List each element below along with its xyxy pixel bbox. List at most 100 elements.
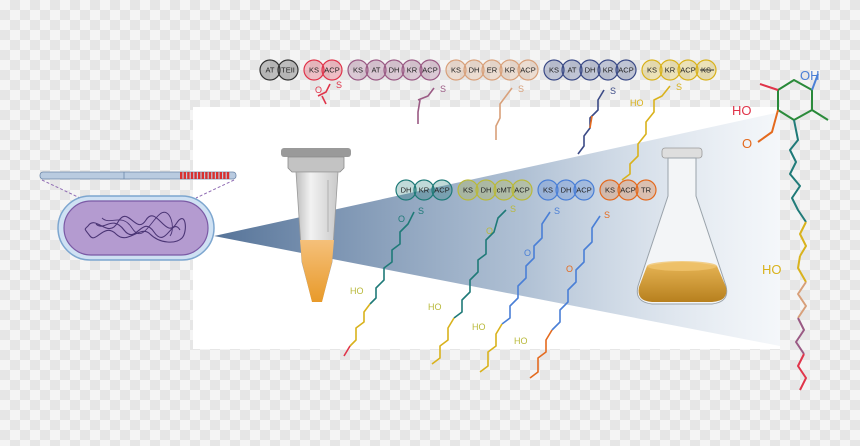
domain-dh-label: DH	[389, 66, 400, 75]
domain-at-circle	[561, 59, 583, 81]
gene-marker	[223, 172, 226, 179]
domain-dh-label: DH	[561, 186, 572, 195]
domain-acp-label: ACP	[620, 186, 635, 195]
gene-marker	[226, 172, 230, 179]
domain-kr-circle	[413, 179, 435, 201]
domain-ks-circle	[347, 59, 369, 81]
domain-acp-circle	[517, 59, 539, 81]
domain-kr-label: KR	[665, 66, 676, 75]
hydroxyl-ho-mid-4: HO	[514, 336, 528, 346]
domain-acp-circle	[573, 179, 595, 201]
hydroxyl-ho-mid-2: HO	[428, 302, 442, 312]
domain-teii-circle	[277, 59, 299, 81]
gene-marker	[194, 172, 197, 179]
thioester-s-4: S	[610, 86, 616, 96]
domain-dh-circle	[579, 59, 601, 81]
domain-ks-circle	[445, 59, 467, 81]
domain-acp-circle	[321, 59, 343, 81]
domain-acp-circle	[617, 179, 639, 201]
product-aldehyde-o: O	[742, 136, 752, 151]
bacterial-cell	[57, 195, 215, 261]
domain-teii-label: TEII	[281, 66, 295, 75]
product-hydroxyl-ho-chain: HO	[762, 262, 782, 277]
domain-kr-label: KR	[419, 186, 430, 195]
thioester-s-2: S	[440, 84, 446, 94]
thioester-s-mid-1: S	[418, 206, 424, 216]
gene-marker	[212, 172, 215, 179]
domain-ks-label: KS	[451, 66, 461, 75]
domain-at-circle	[259, 59, 281, 81]
domain-at-circle	[365, 59, 387, 81]
domain-er-circle	[481, 59, 503, 81]
carbonyl-o-mid-3: O	[524, 248, 531, 258]
gene-marker	[187, 172, 190, 179]
top-intermediates: S O S S S S HO	[315, 80, 682, 181]
domain-cmt-label: cMT	[497, 186, 512, 195]
domain-kr-label: KR	[407, 66, 418, 75]
domain-acp-label: ACP	[422, 66, 437, 75]
domain-ks-label: KS	[353, 66, 363, 75]
domain-kr-circle	[401, 59, 423, 81]
domain-acp-label: ACP	[576, 186, 591, 195]
culture-flask	[636, 147, 728, 305]
gene-marker	[219, 172, 222, 179]
gene-marker	[180, 172, 183, 179]
carbonyl-o-mid-2: O	[486, 226, 493, 236]
final-product: OH HO O HO	[732, 68, 829, 391]
thioester-s-3: S	[518, 84, 524, 94]
domain-kr-circle	[499, 59, 521, 81]
thioester-s-1: S	[336, 80, 342, 90]
product-hydroxyl-oh: OH	[800, 68, 820, 83]
domain-acp-circle	[677, 59, 699, 81]
domain-ks-circle	[543, 59, 565, 81]
domain-ks-label: KS	[549, 66, 559, 75]
domain-acp-circle	[511, 179, 533, 201]
domain-at-label: AT	[265, 66, 274, 75]
carbonyl-o-mid-1: O	[398, 214, 405, 224]
domain-ks-label: KS	[309, 66, 319, 75]
domain-acp-circle	[431, 179, 453, 201]
domain-ks-circle	[303, 59, 325, 81]
domain-acp-label: ACP	[324, 66, 339, 75]
domain-acp-label: ACP	[434, 186, 449, 195]
domain-at-label: AT	[371, 66, 380, 75]
domain-ks-circle	[537, 179, 559, 201]
gene-cluster	[39, 171, 237, 180]
domain-kr-label: KR	[505, 66, 516, 75]
domain-ks-circle	[457, 179, 479, 201]
domain-dh-circle	[463, 59, 485, 81]
domain-ks-label: KS	[543, 186, 553, 195]
zoom-line-left	[41, 179, 81, 199]
carbonyl-o-mid-4: O	[566, 264, 573, 274]
domain-at-label: AT	[567, 66, 576, 75]
gene-marker	[198, 172, 201, 179]
domain-ks-label: KS	[647, 66, 657, 75]
carbonyl-o-1: O	[315, 85, 322, 95]
domain-kr-circle	[659, 59, 681, 81]
gene-marker	[216, 172, 219, 179]
domain-dh-circle	[555, 179, 577, 201]
hydroxyl-ho-top: HO	[630, 98, 644, 108]
zoom-line-right	[195, 179, 235, 199]
product-hydroxyl-ho: HO	[732, 103, 752, 118]
gene-marker	[201, 172, 204, 179]
domain-tr-label: TR	[641, 186, 652, 195]
domain-acp-label: ACP	[520, 66, 535, 75]
domain-acp-circle	[419, 59, 441, 81]
thioester-s-mid-2: S	[510, 204, 516, 214]
thioester-s-5: S	[676, 82, 682, 92]
domain-dh-label: DH	[585, 66, 596, 75]
domain-ks-label: KS	[605, 186, 615, 195]
domain-dh-label: DH	[401, 186, 412, 195]
thioester-s-mid-3: S	[554, 206, 560, 216]
domain-kr-label: KR	[603, 66, 614, 75]
gene-marker	[190, 172, 194, 179]
domain-kr-circle	[597, 59, 619, 81]
domain-dh-label: DH	[469, 66, 480, 75]
hydroxyl-ho-mid-1: HO	[350, 286, 364, 296]
gene-marker	[183, 172, 186, 179]
domain-tr-circle	[635, 179, 657, 201]
middle-intermediates: O S HO S O HO S O HO S O HO	[343, 204, 610, 379]
